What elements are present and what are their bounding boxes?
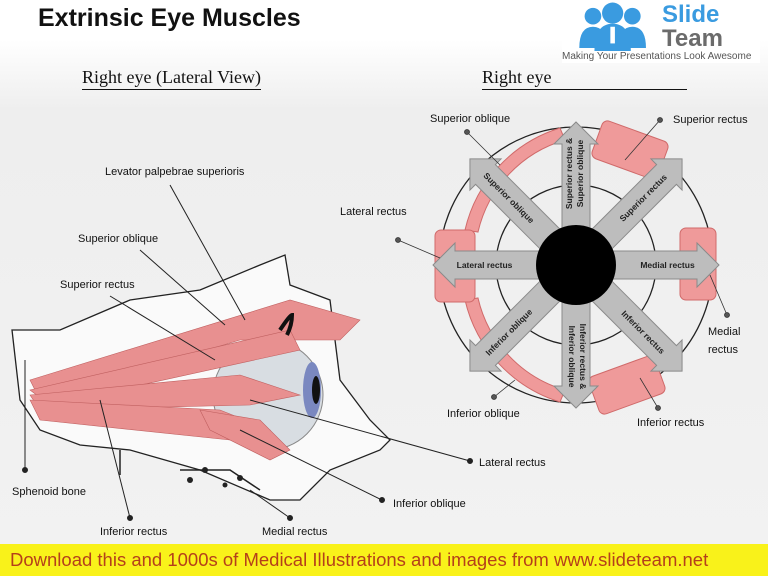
label-superior-oblique-right: Superior oblique bbox=[430, 113, 510, 125]
left-subtitle: Right eye (Lateral View) bbox=[82, 67, 262, 90]
pupil bbox=[536, 225, 616, 305]
lateral-view-illustration bbox=[11, 254, 391, 501]
arrow-label-down: Inferior rectus & bbox=[578, 324, 588, 390]
arrow-upright bbox=[586, 158, 683, 255]
label-inferior-rectus-right: Inferior rectus bbox=[637, 417, 705, 429]
download-banner[interactable]: Download this and 1000s of Medical Illus… bbox=[0, 544, 768, 576]
logo-slide: Slide bbox=[662, 1, 720, 28]
arrow-label-down: Inferior oblique bbox=[567, 326, 577, 388]
arrow-label-up: Superior oblique bbox=[575, 139, 585, 207]
arrow-up bbox=[552, 121, 600, 236]
arrow-left bbox=[432, 241, 547, 289]
arrow-downleft bbox=[469, 275, 566, 372]
label-inferior-rectus-left: Inferior rectus bbox=[100, 526, 168, 538]
label-inferior-oblique-right: Inferior oblique bbox=[447, 408, 520, 420]
arrow-downright bbox=[586, 275, 683, 372]
label-lateral-rectus-left: Lateral rectus bbox=[479, 457, 546, 469]
direction-arrows bbox=[432, 121, 720, 409]
label-medial-rectus-right-1: Medial bbox=[708, 326, 740, 338]
label-superior-rectus-right: Superior rectus bbox=[673, 114, 748, 126]
arrow-label-left: Lateral rectus bbox=[457, 260, 513, 270]
people-icon bbox=[579, 2, 646, 51]
label-superior-oblique-left: Superior oblique bbox=[78, 233, 158, 245]
arrow-label-up: Superior rectus & bbox=[564, 138, 574, 209]
label-sphenoid-bone: Sphenoid bone bbox=[12, 486, 86, 498]
arrow-upleft bbox=[469, 158, 566, 255]
label-superior-rectus-left: Superior rectus bbox=[60, 279, 135, 291]
label-inferior-oblique-left: Inferior oblique bbox=[393, 498, 466, 510]
arrow-label-right: Medial rectus bbox=[640, 260, 695, 270]
logo-team: Team bbox=[662, 25, 723, 52]
right-subtitle: Right eye bbox=[482, 67, 687, 90]
label-medial-rectus-right-2: rectus bbox=[708, 344, 738, 356]
arrow-right bbox=[605, 241, 720, 289]
label-lateral-rectus-right: Lateral rectus bbox=[340, 206, 407, 218]
page-title: Extrinsic Eye Muscles bbox=[38, 4, 301, 32]
slideteam-logo: Slide Team Making Your Presentations Loo… bbox=[562, 1, 760, 63]
label-medial-rectus-left: Medial rectus bbox=[262, 526, 328, 538]
label-levator-palpebrae: Levator palpebrae superioris bbox=[105, 166, 245, 178]
logo-tagline: Making Your Presentations Look Awesome bbox=[562, 51, 752, 62]
arrow-down bbox=[552, 294, 600, 409]
